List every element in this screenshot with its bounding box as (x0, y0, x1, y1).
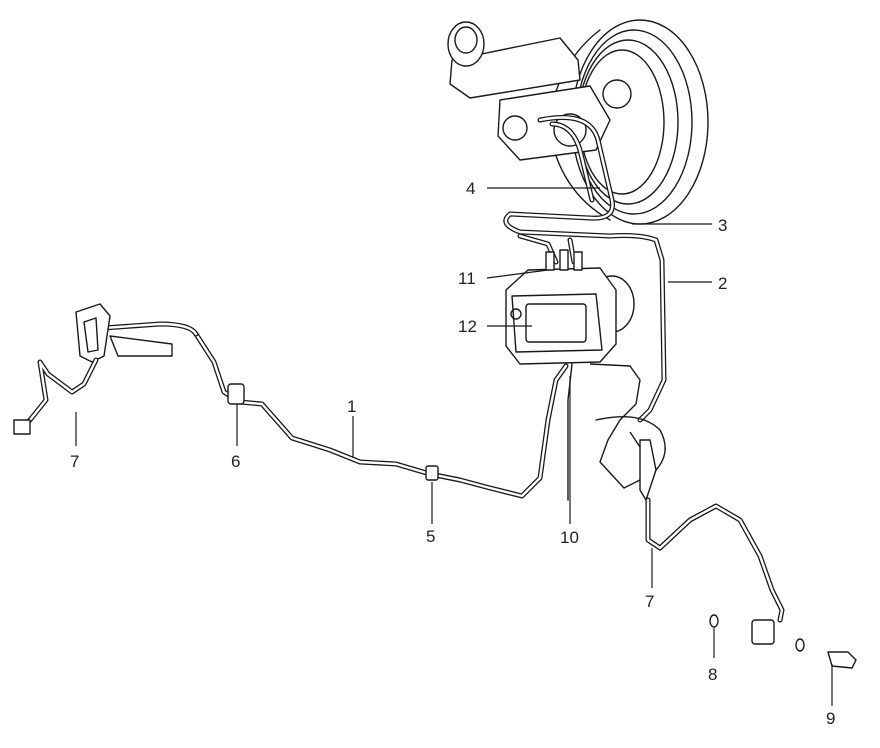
callout-2: 2 (718, 274, 727, 293)
callout-11: 11 (458, 269, 476, 288)
callout-labels: 1 2 3 4 5 6 7 7 8 9 10 11 12 (70, 179, 835, 728)
seal-ring-8 (709, 614, 805, 652)
callout-12: 12 (458, 317, 477, 336)
abs-unit (505, 249, 635, 365)
clip-5 (425, 465, 439, 481)
left-brake-hose (13, 303, 173, 435)
bolt-9 (827, 651, 857, 669)
callout-3: 3 (718, 216, 727, 235)
leader-lines (75, 187, 833, 706)
callout-5: 5 (426, 527, 435, 546)
callout-7-right: 7 (645, 592, 654, 611)
callout-4: 4 (466, 179, 475, 198)
right-brake-hose (639, 439, 785, 645)
callout-8: 8 (708, 665, 717, 684)
callout-9: 9 (826, 709, 835, 728)
callout-1: 1 (347, 397, 356, 416)
callout-6: 6 (231, 452, 240, 471)
callout-7-left: 7 (70, 452, 79, 471)
brake-line-long (101, 321, 573, 501)
clip-6 (227, 383, 245, 405)
callout-10: 10 (560, 528, 579, 547)
